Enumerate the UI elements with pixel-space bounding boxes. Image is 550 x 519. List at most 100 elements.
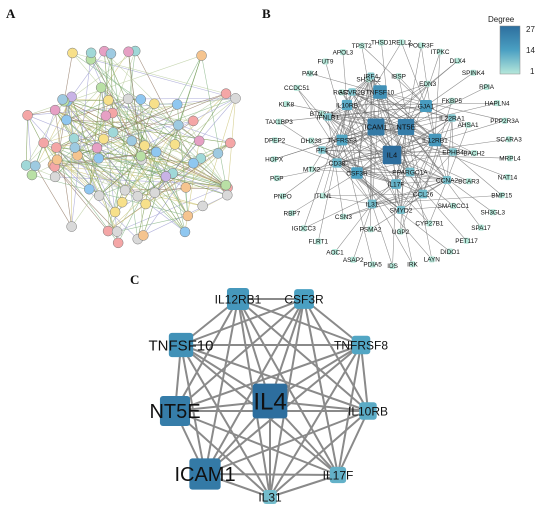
network-b-node-marker <box>395 73 402 80</box>
network-b-node-marker <box>276 118 283 125</box>
network-a-edge <box>107 153 219 232</box>
network-a-edge <box>43 104 178 144</box>
network-b-node-marker <box>470 150 477 157</box>
network-b-hub-marker <box>448 114 456 122</box>
network-b-node-marker <box>338 89 345 96</box>
network-b-hub-label: GJA1 <box>418 103 435 110</box>
network-c-label-tnfsf10: TNFSF10 <box>148 337 213 354</box>
network-b-edge <box>336 60 458 164</box>
network-a-edge <box>154 103 228 188</box>
network-a-node <box>67 47 78 59</box>
network-a-node <box>187 115 199 127</box>
network-b-node-marker <box>501 117 508 124</box>
network-b-edge <box>370 75 377 128</box>
network-b-node-marker <box>273 175 280 182</box>
network-b-node-label: IRK <box>407 262 418 269</box>
network-a-edge <box>98 140 132 159</box>
network-a-node <box>85 47 97 59</box>
network-b-node-label: SH3GL3 <box>481 210 506 217</box>
network-a-edge <box>116 124 179 232</box>
network-b-edge <box>371 171 411 205</box>
network-b-edge <box>361 45 427 107</box>
network-b-node-marker <box>398 39 405 46</box>
network-a-node <box>196 50 207 61</box>
network-b-node-marker <box>378 39 385 46</box>
network-b-node-marker <box>498 192 505 199</box>
network-b-hub-marker <box>420 100 432 112</box>
network-b-node-label: SMARCC1 <box>438 203 470 210</box>
network-b-node-label: DLX4 <box>450 58 466 65</box>
network-b-node-marker <box>489 209 496 216</box>
network-b-hub-label: PPARGC1A <box>392 169 428 176</box>
network-b-hub-label: CSF3R <box>346 170 368 177</box>
network-b-node-label: SH3GL2 <box>356 76 381 83</box>
network-a-node <box>116 196 128 208</box>
network-c-edge <box>174 344 362 412</box>
network-b-hub-marker <box>332 158 342 168</box>
network-c-edge <box>269 474 339 498</box>
network-b-edge <box>400 139 436 211</box>
network-b-node-marker <box>283 101 290 108</box>
network-b-node-marker <box>369 261 376 268</box>
network-a-node <box>230 93 241 104</box>
network-b-edge <box>342 52 348 106</box>
network-b-node-label: FKBP5 <box>442 98 463 105</box>
network-b-node-marker <box>470 69 477 76</box>
network-b-node-label: PAK4 <box>302 71 318 78</box>
network-c-edge <box>180 344 369 412</box>
network-a-node <box>103 94 114 106</box>
network-b-node-marker <box>319 192 326 199</box>
network-a-node <box>122 93 134 105</box>
network-b-node-marker <box>358 42 365 49</box>
network-b-hub-marker <box>373 85 387 99</box>
network-b-nodes: POLR3FITPKCDLX4SPINK4RPIAHAPLN4PPP2R3ASC… <box>264 39 522 270</box>
network-b-hub-label: EPHB4 <box>442 149 464 156</box>
network-a-edge <box>104 50 179 126</box>
network-c-edge <box>204 473 339 476</box>
network-b-node-marker <box>437 48 444 55</box>
network-a-node <box>220 179 232 191</box>
network-b-hub-label: IL4 <box>387 151 397 160</box>
network-b-node-label: TAX1BP3 <box>265 119 293 126</box>
network-b-edge <box>336 138 510 164</box>
network-b-edge <box>392 183 397 267</box>
network-a-node <box>126 135 138 147</box>
network-a-node <box>51 154 63 166</box>
network-a-node <box>180 182 192 193</box>
network-b-edge <box>311 139 436 170</box>
network-a-node <box>195 153 207 164</box>
network-a-edge <box>90 59 227 186</box>
network-c-node-il31 <box>263 490 277 504</box>
network-a-node <box>140 198 151 210</box>
network-c-label-il4: IL4 <box>253 389 286 416</box>
network-b-edge <box>375 126 508 178</box>
network-b-edges <box>274 42 510 267</box>
network-a-node <box>188 157 199 169</box>
network-a-edge <box>116 185 226 232</box>
network-b-edge <box>400 139 436 232</box>
network-a-edge <box>112 112 219 154</box>
network-c-edge <box>360 344 369 412</box>
network-b-hub-marker <box>324 113 332 121</box>
network-b-node-label: AHSA1 <box>458 122 479 129</box>
network-b-node-marker <box>318 110 325 117</box>
network-b-hub-marker <box>341 99 353 111</box>
network-b-node-label: SCARA3 <box>496 136 522 143</box>
network-a-node <box>149 98 160 109</box>
network-b-hub-marker <box>442 175 452 185</box>
network-a-nodes <box>20 45 241 249</box>
network-b-node-label: RPIA <box>479 84 495 91</box>
network-c-edge <box>180 344 206 475</box>
network-a-edge <box>110 53 139 240</box>
network-b-node-marker <box>322 58 329 65</box>
network-b-edge <box>303 104 348 229</box>
network-b-hub-marker <box>391 179 401 189</box>
network-b-node-label: BACH2 <box>463 150 485 157</box>
network-a-edge <box>66 119 179 126</box>
network-b-edge <box>434 51 441 141</box>
network-b-node-label: DPEP2 <box>264 138 285 145</box>
panel-label-a: A <box>6 6 16 21</box>
network-b-edge <box>400 126 407 232</box>
